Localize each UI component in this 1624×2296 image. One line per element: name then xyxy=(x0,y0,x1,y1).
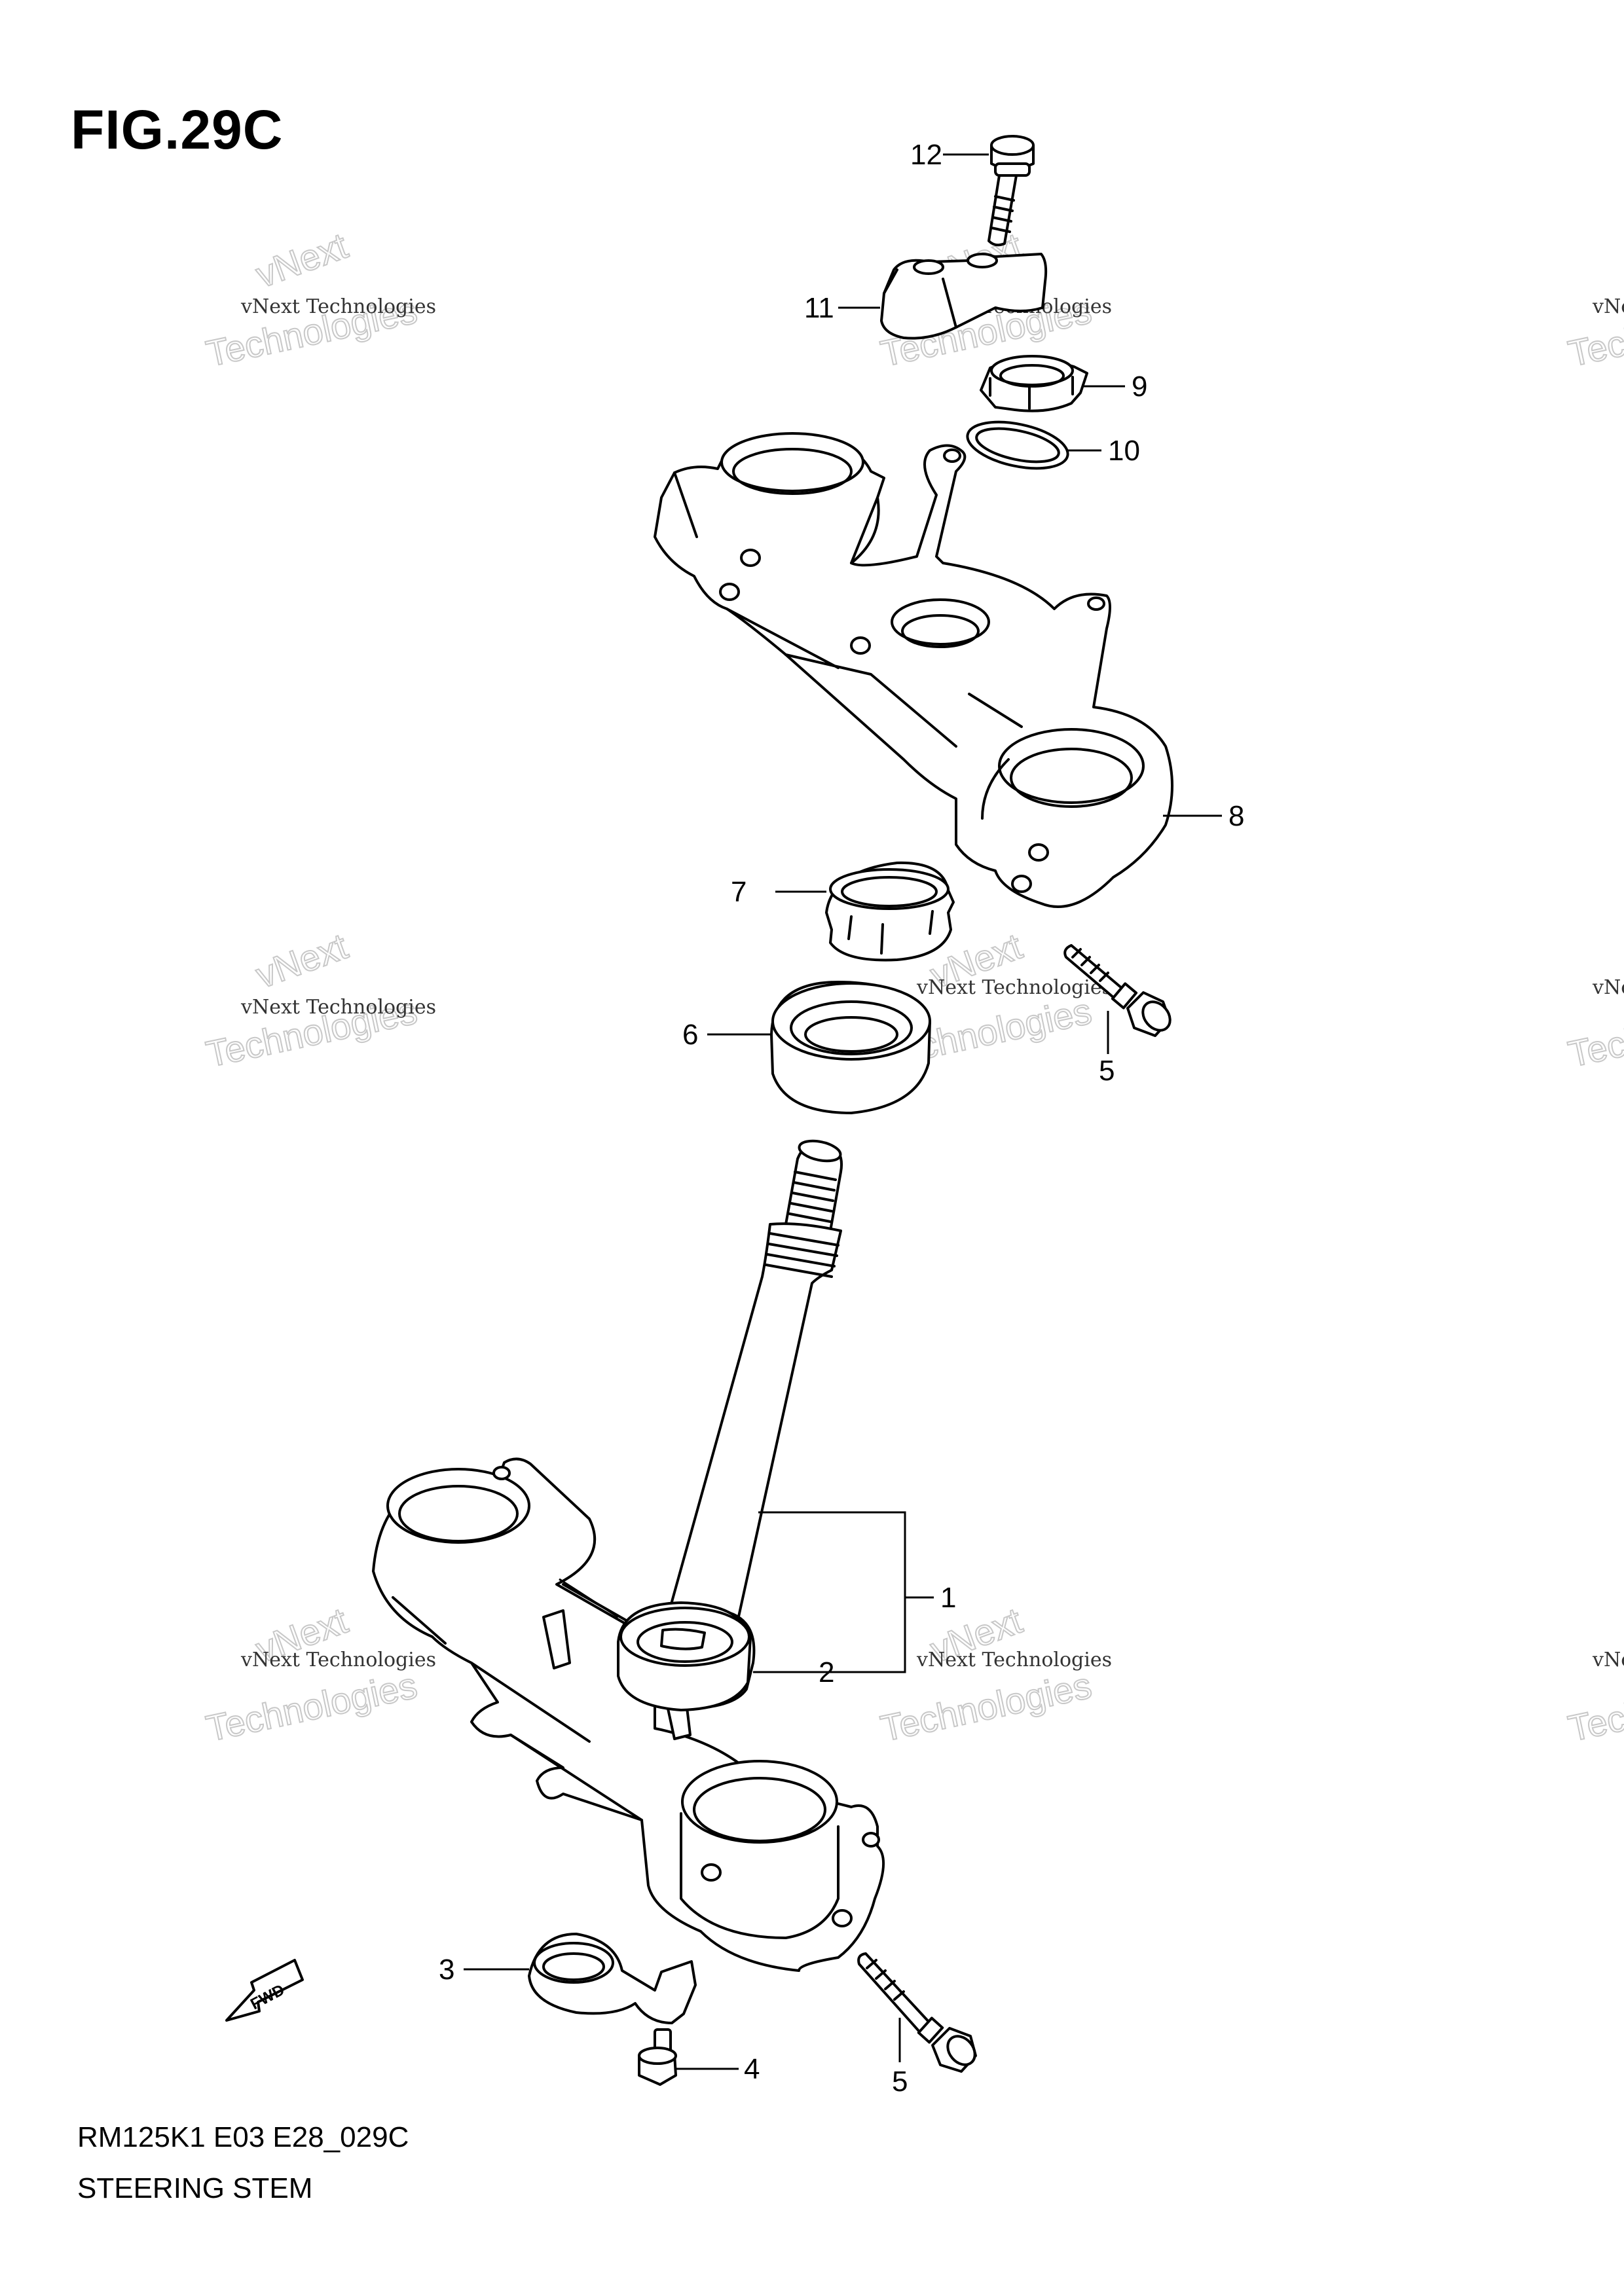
watermark-text: vNext Technologies xyxy=(1592,1649,1624,1671)
part-1-steering-stem xyxy=(372,1139,885,1972)
watermark-text: vNext Technologies xyxy=(240,996,436,1019)
part-11-handlebar-holder xyxy=(880,253,1048,340)
callout-5-upper: 5 xyxy=(1099,1055,1115,1087)
part-12-bolt xyxy=(987,135,1035,247)
callout-2: 2 xyxy=(819,1656,834,1688)
part-6-bearing xyxy=(770,981,931,1114)
part-3-cable-guide xyxy=(528,1933,697,2024)
part-10-washer xyxy=(966,420,1069,470)
watermark: Technologies vNext Technologies xyxy=(1564,289,1624,375)
part-5-bolt-lower xyxy=(857,1952,977,2073)
part-8-upper-bracket xyxy=(654,432,1173,908)
watermark: vNext Technologies vNext Technologies xyxy=(876,1599,1112,1750)
callout-5-lower: 5 xyxy=(892,2066,908,2098)
watermark: vNext Technologies vNext Technologies xyxy=(202,924,436,1076)
callout-8: 8 xyxy=(1228,800,1244,832)
watermark-text: vNext Technologies xyxy=(240,1649,436,1671)
callout-7: 7 xyxy=(731,876,747,908)
watermark-text: vNext Technologies xyxy=(1592,976,1624,999)
figure-name-caption: STEERING STEM xyxy=(77,2172,313,2204)
leader-lines xyxy=(464,153,1222,2070)
watermark-technologies: Technologies xyxy=(877,1664,1095,1749)
watermark-text: vNext Technologies xyxy=(916,976,1112,999)
part-7-lock-nut xyxy=(825,861,955,962)
callout-9: 9 xyxy=(1132,371,1147,403)
watermark-technologies: Technologies xyxy=(1564,990,1624,1075)
part-5-bolt-upper xyxy=(1063,944,1172,1037)
callout-10: 10 xyxy=(1108,435,1140,467)
callout-labels: 12 11 9 10 8 7 6 5 1 2 3 4 5 xyxy=(439,139,1244,2098)
fwd-arrow-icon: FWD xyxy=(225,1959,304,2022)
model-code-caption: RM125K1 E03 E28_029C xyxy=(77,2121,409,2153)
callout-1: 1 xyxy=(940,1582,956,1614)
watermark-technologies: Technologies xyxy=(1564,1664,1624,1749)
part-2-lower-bearing xyxy=(617,1601,752,1711)
watermark: vNext Technologies vNext Technologies xyxy=(202,224,436,375)
callout-4: 4 xyxy=(744,2053,760,2085)
watermark: Technologies vNext Technologies xyxy=(1564,976,1624,1076)
watermark: vNext Technologies vNext Technologies xyxy=(202,1599,436,1750)
watermark-vnext: vNext xyxy=(251,925,353,996)
watermark-text: vNext Technologies xyxy=(240,295,436,318)
part-4-bolt xyxy=(638,2028,677,2086)
watermark: Technologies vNext Technologies xyxy=(1564,1649,1624,1750)
figure-title: FIG.29C xyxy=(71,99,284,160)
callout-12: 12 xyxy=(910,139,942,171)
callout-11: 11 xyxy=(804,292,834,324)
callout-6: 6 xyxy=(682,1019,698,1051)
watermark-technologies: Technologies xyxy=(202,1664,420,1749)
part-9-nut xyxy=(980,355,1088,412)
watermark-text: vNext Technologies xyxy=(916,1649,1112,1671)
watermark-vnext: vNext xyxy=(251,225,353,295)
watermark-text: vNext Technologies xyxy=(1592,295,1624,318)
callout-3: 3 xyxy=(439,1954,454,1986)
